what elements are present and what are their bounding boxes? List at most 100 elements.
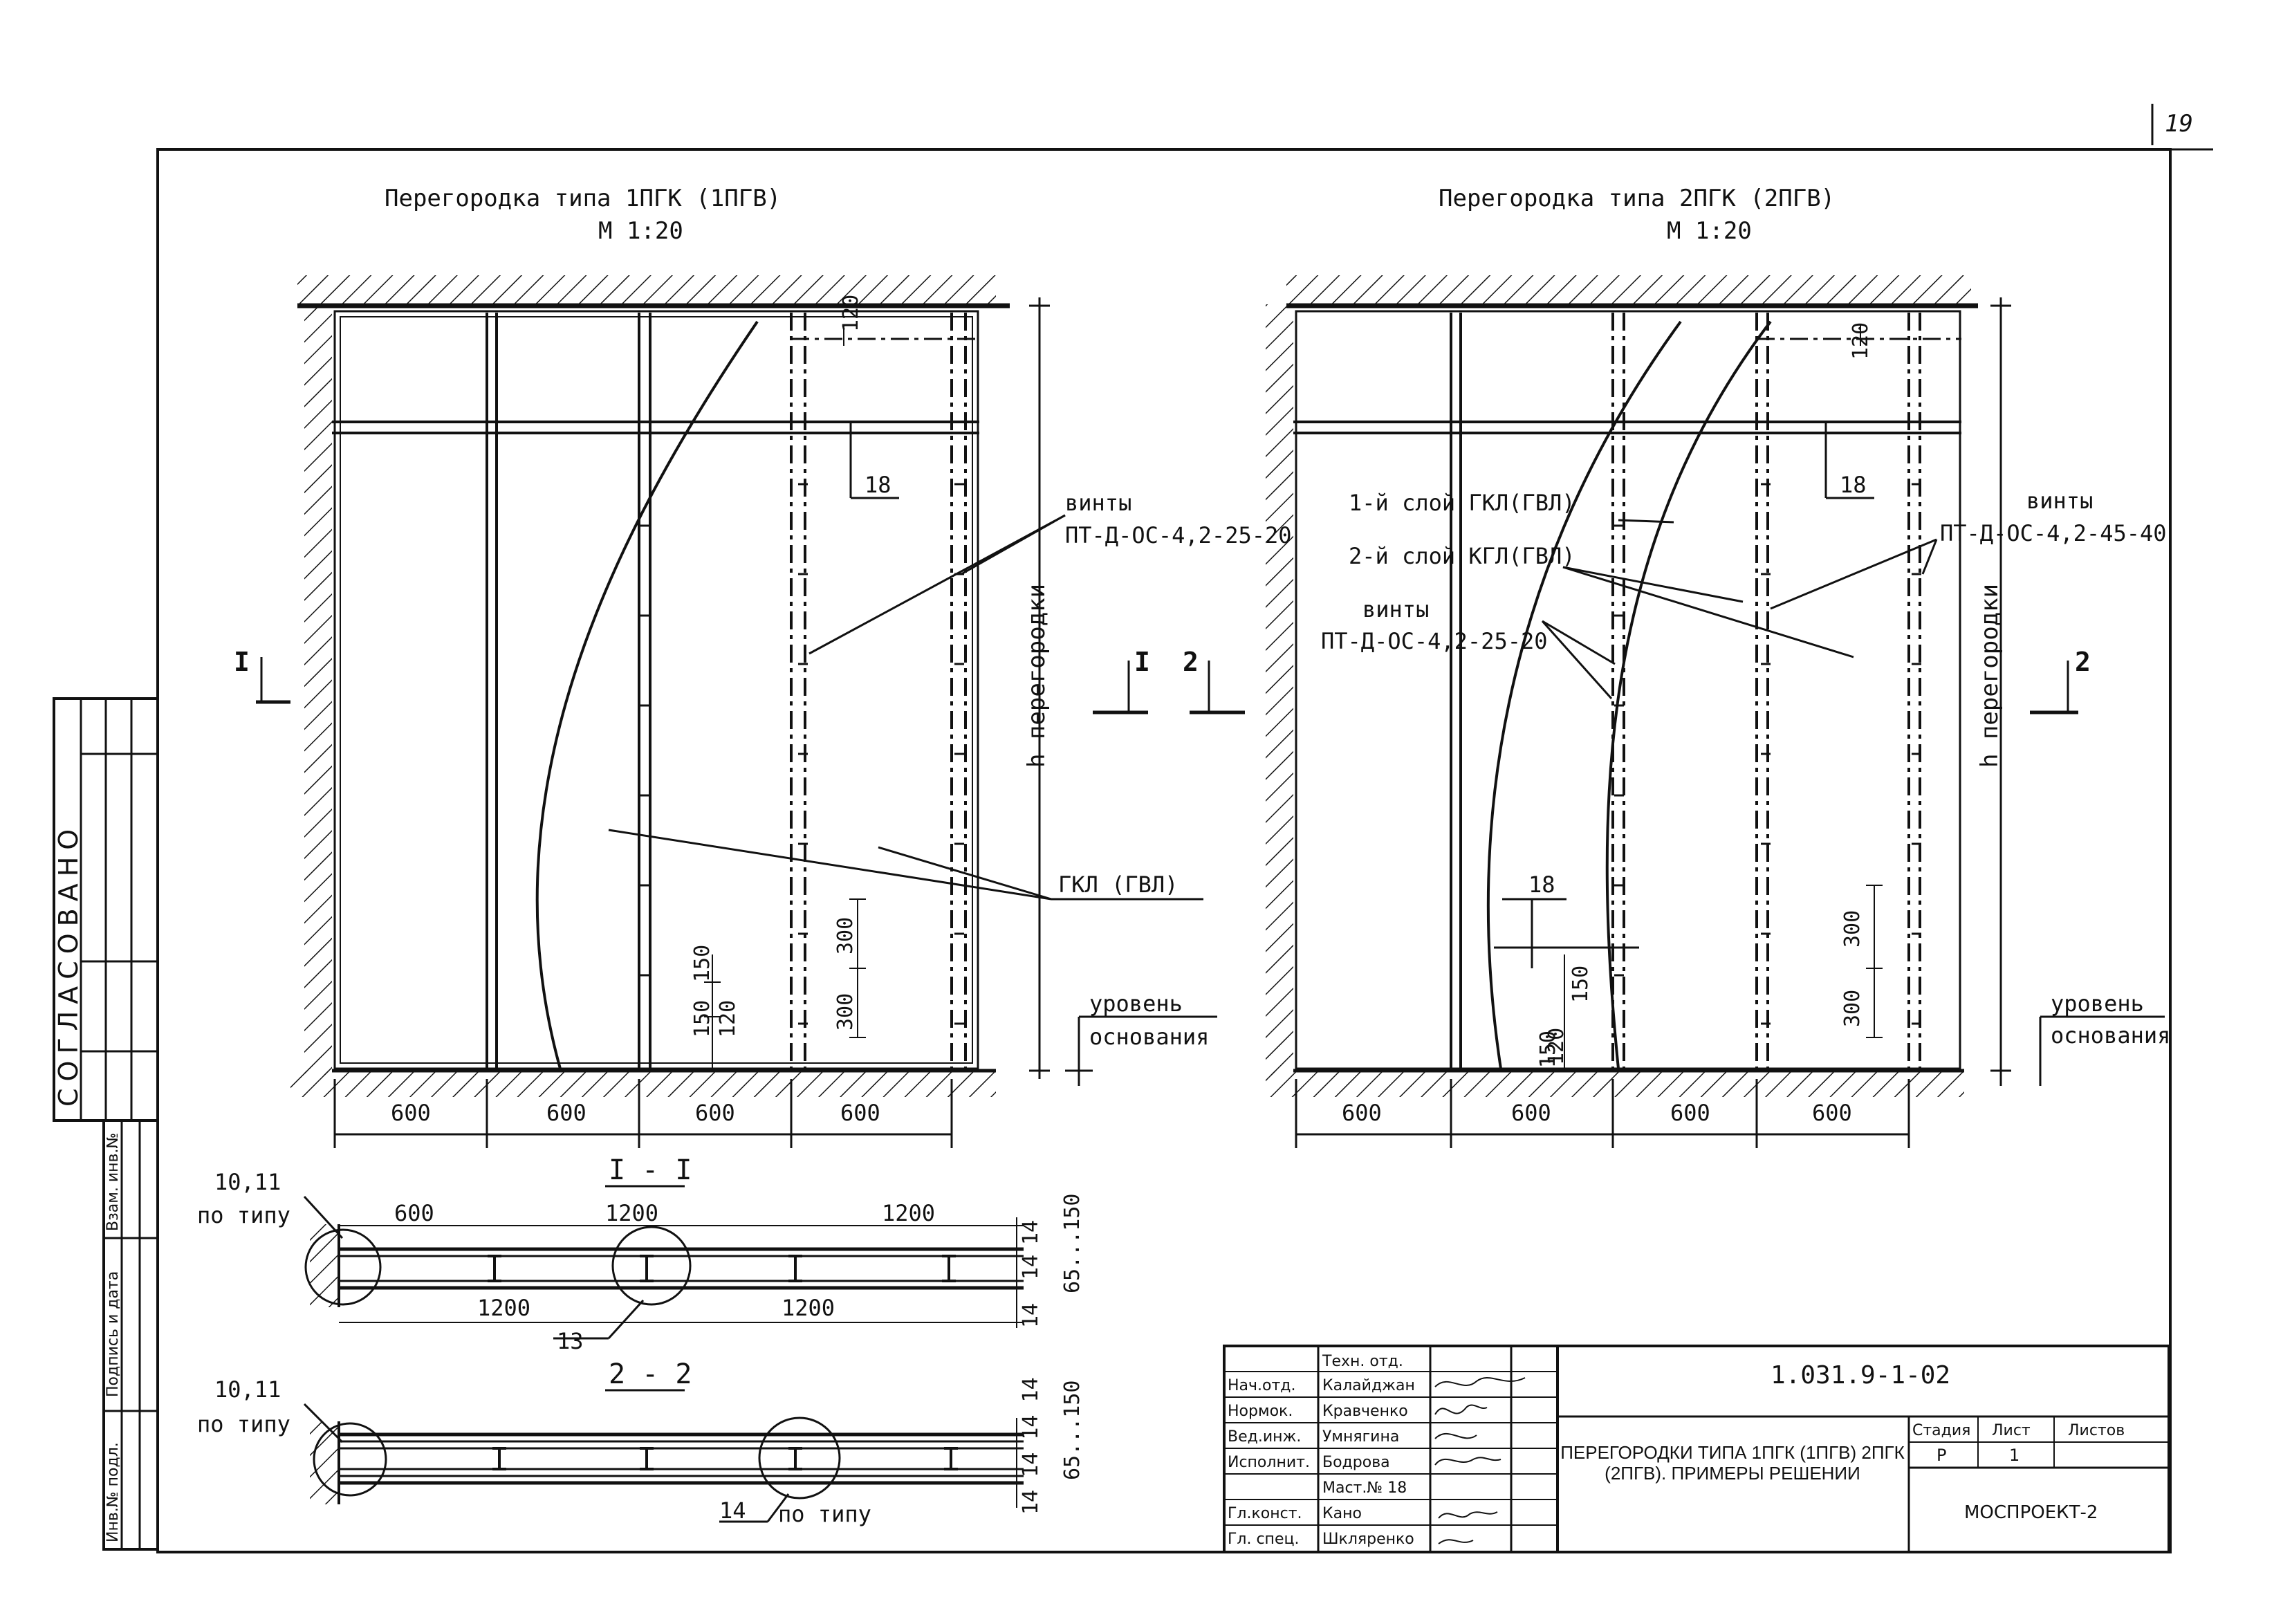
right-layer2-label: 2-й слой КГЛ(ГВЛ) [1349, 543, 1575, 569]
tb-stage-label: Стадия [1912, 1422, 1970, 1439]
s1-dim-bot-2: 1200 [782, 1295, 835, 1321]
tb-role: Гл.конст. [1228, 1505, 1302, 1522]
s1-callout: 13 [557, 1328, 584, 1354]
left-dim-150b: 150 [690, 1000, 714, 1037]
right-screws-right-label: винты [2026, 488, 2093, 514]
left-dim-top: 120 [839, 295, 863, 332]
tb-name: Маст.№ 18 [1322, 1479, 1407, 1497]
right-bay-1: 600 [1342, 1100, 1382, 1126]
left-dim-300b: 300 [833, 993, 858, 1031]
s1-dim-right-a: 14 [1019, 1220, 1043, 1245]
right-dim-150b: 150 [1569, 966, 1593, 1003]
tb-role: Нормок. [1228, 1403, 1293, 1420]
left-bay-4: 600 [840, 1100, 880, 1126]
s1-dim-top-1: 600 [394, 1200, 434, 1226]
left-title: Перегородка типа 1ПГК (1ПГВ) [385, 185, 781, 212]
left-level-2: основания [1089, 1024, 1209, 1050]
title-block: Техн. отд. Нач.отд. Калайджан Нормок. Кр… [1223, 1345, 2170, 1553]
tb-sheet: 1 [2009, 1446, 2020, 1465]
stamp-inv-label: Инв.№ подл. [104, 1442, 122, 1542]
left-height-label: h перегородки [1023, 584, 1051, 768]
right-title: Перегородка типа 2ПГК (2ПГВ) [1439, 185, 1835, 212]
s2-callout: 14 [719, 1497, 746, 1524]
right-dim-120b: 120 [1544, 1028, 1569, 1065]
left-wall-elevation: Перегородка типа 1ПГК (1ПГВ) М 1:20 [234, 185, 1292, 1148]
right-screws-right-spec: ПТ-Д-ОС-4,2-45-40 [1940, 520, 2167, 546]
right-bay-3: 600 [1670, 1100, 1710, 1126]
tb-role: Исполнит. [1228, 1454, 1310, 1471]
right-scale: М 1:20 [1667, 217, 1752, 245]
tb-head: Техн. отд. [1322, 1353, 1403, 1370]
left-bay-2: 600 [546, 1100, 586, 1126]
right-bay-4: 600 [1812, 1100, 1852, 1126]
tb-name: Кано [1322, 1505, 1362, 1522]
s1-dim-right-b: 14 [1019, 1255, 1043, 1280]
right-screws-left-label: винты [1362, 596, 1429, 622]
left-dim-150a: 150 [690, 945, 714, 982]
tb-sheet-label: Лист [1992, 1422, 2031, 1439]
s1-dim-top-2: 1200 [605, 1200, 658, 1226]
right-screws-left-spec: ПТ-Д-ОС-4,2-25-20 [1321, 628, 1548, 654]
right-cut-mark-right: 2 [2075, 647, 2091, 677]
right-cut-mark-left: 2 [1183, 647, 1199, 677]
right-dim-150a: 150 [1536, 1031, 1560, 1068]
s2-dim-total: 65...150 [1060, 1381, 1084, 1481]
tb-code: 1.031.9-1-02 [1771, 1361, 1950, 1390]
page-number: 19 [2165, 110, 2193, 138]
section-1-title: I - I [609, 1154, 692, 1186]
tb-name: Калайджан [1322, 1377, 1415, 1394]
right-dim-top: 120 [1849, 322, 1873, 360]
tb-stage: Р [1937, 1446, 1946, 1465]
stamp-replace-label: Взам. инв.№ [104, 1133, 122, 1231]
left-dim-300a: 300 [833, 917, 858, 954]
tb-description-text: ПЕРЕГОРОДКИ ТИПА 1ПГК (1ПГВ) 2ПГК (2ПГВ)… [1560, 1442, 1905, 1484]
s1-dim-bot-1: 1200 [477, 1295, 530, 1321]
tb-role: Гл. спец. [1228, 1531, 1299, 1548]
left-cut-mark-right: I [1134, 647, 1150, 677]
tb-name: Умнягина [1322, 1428, 1399, 1446]
left-screws-spec: ПТ-Д-ОС-4,2-25-20 [1065, 522, 1292, 548]
section-1-ref: 10,11 [214, 1169, 281, 1195]
left-board-label: ГКЛ (ГВЛ) [1058, 871, 1178, 898]
s1-dim-total: 65...150 [1060, 1194, 1084, 1294]
right-height-label: h перегородки [1976, 584, 2004, 768]
section-2-ref-sub: по типу [197, 1411, 290, 1437]
s2-dim-right: 14 14 14 14 [1019, 1377, 1043, 1515]
s1-dim-top-3: 1200 [882, 1200, 935, 1226]
left-bay-3: 600 [695, 1100, 735, 1126]
section-2-2: 2 - 2 10,11 по типу 14 по типу 14 14 14 … [197, 1358, 1084, 1527]
right-layer1-label: 1-й слой ГКЛ(ГВЛ) [1349, 490, 1575, 516]
tb-role: Нач.отд. [1228, 1377, 1296, 1394]
stamp-date-label: Подпись и дата [104, 1271, 122, 1397]
section-2-ref: 10,11 [214, 1376, 281, 1403]
stamp-approved: СОГЛАСОВАНО [53, 822, 84, 1107]
section-2-title: 2 - 2 [609, 1358, 692, 1390]
left-dim-120b: 120 [716, 1000, 740, 1037]
left-scale: М 1:20 [598, 217, 683, 245]
tb-name: Кравченко [1322, 1403, 1408, 1420]
right-level-1: уровень [2051, 990, 2144, 1017]
left-bay-1: 600 [391, 1100, 431, 1126]
tb-org: МОСПРОЕКТ-2 [1964, 1502, 2098, 1523]
left-section-mark: 18 [865, 472, 891, 498]
tb-role: Вед.инж. [1228, 1428, 1301, 1446]
left-cut-mark: I [234, 647, 250, 677]
left-level-1: уровень [1089, 990, 1183, 1017]
section-1-1: I - I 10,11 по типу 600 1200 1200 1200 1… [197, 1154, 1084, 1354]
s2-callout-sub: по типу [778, 1501, 871, 1527]
right-dim-300a: 300 [1840, 910, 1865, 948]
side-stamp: СОГЛАСОВАНО Инв.№ подл. Подпись и дата В… [53, 697, 159, 1551]
tb-sheets-label: Листов [2068, 1422, 2125, 1439]
right-wall-elevation: Перегородка типа 2ПГК (2ПГВ) М 1:20 [1183, 185, 2170, 1148]
right-section-mark-a: 18 [1840, 472, 1867, 498]
tb-name: Шкляренко [1322, 1531, 1414, 1548]
right-section-mark-b: 18 [1528, 871, 1555, 898]
right-bay-2: 600 [1511, 1100, 1551, 1126]
right-dim-300b: 300 [1840, 990, 1865, 1027]
tb-name: Бодрова [1322, 1454, 1390, 1471]
section-1-ref-sub: по типу [197, 1202, 290, 1228]
s1-dim-right-c: 14 [1019, 1303, 1043, 1328]
left-screws-label: винты [1065, 490, 1131, 516]
right-level-2: основания [2051, 1022, 2170, 1049]
